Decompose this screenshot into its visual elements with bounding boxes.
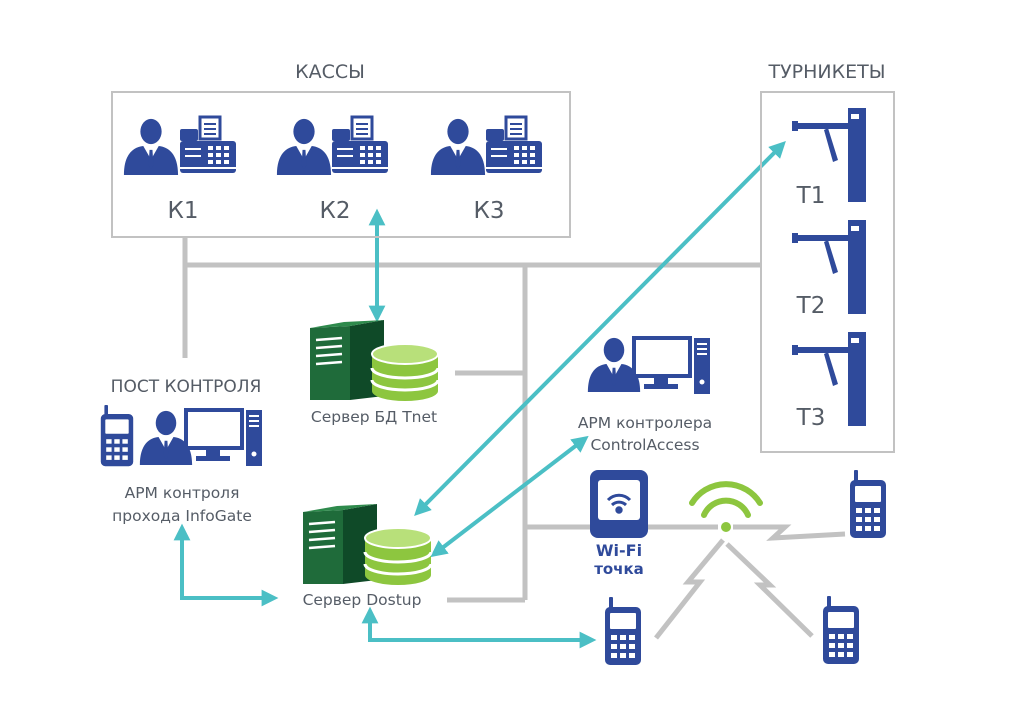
controller-label-line2: ControlAccess	[590, 436, 699, 454]
cashier-person-icon	[430, 118, 486, 175]
turnstile-label: Т1	[796, 183, 826, 209]
cashiers-box	[111, 91, 571, 238]
network-lines	[182, 237, 846, 640]
turnstiles-title: ТУРНИКЕТЫ	[767, 61, 885, 83]
wifi-antenna-icon	[689, 481, 763, 532]
cashier-k2: К2	[276, 115, 390, 224]
cashier-person-icon	[276, 118, 332, 175]
turnstile-t3: Т3	[792, 332, 866, 431]
cashiers-title: КАССЫ	[295, 61, 365, 83]
cash-register-icon	[484, 115, 544, 175]
turnstiles-box	[760, 91, 895, 453]
mobile-terminal-icon	[100, 405, 134, 467]
wifi-access-point: Wi-Fi точка	[590, 470, 648, 578]
arrow-infogate-dostup	[173, 523, 279, 607]
turnstile-t1: Т1	[792, 108, 866, 209]
wifi-label-line2: точка	[594, 560, 644, 578]
dostup-server-icon	[301, 502, 433, 587]
mobile-terminal-icon	[605, 597, 641, 665]
wifi-signal-icon	[606, 493, 632, 514]
wifi-label-line1: Wi-Fi	[596, 541, 642, 560]
cashier-person-icon	[123, 118, 179, 175]
mobile-terminal-icon	[850, 470, 886, 538]
mobile-terminal-icon	[823, 596, 859, 664]
turnstile-label: Т3	[796, 405, 826, 431]
turnstile-label: Т2	[796, 293, 826, 319]
cash-register-icon	[330, 115, 390, 175]
db-server: Сервер БД Tnet	[308, 318, 440, 426]
arrow-dostup-controller	[430, 435, 589, 558]
control-post-title: ПОСТ КОНТРОЛЯ	[111, 377, 262, 397]
arrow-dostup-mobile	[361, 606, 597, 649]
dostup-server-label: Сервер Dostup	[303, 591, 422, 609]
db-server-icon	[308, 318, 440, 403]
cashier-label: К2	[320, 198, 351, 224]
computer-icon	[184, 408, 264, 468]
computer-icon	[632, 336, 712, 396]
control-post: ПОСТ КОНТРОЛЯ АРМ контроля прохода InfoG…	[100, 377, 264, 525]
controller-workstation: АРМ контролера ControlAccess	[578, 336, 712, 454]
cashier-label: К3	[474, 198, 505, 224]
cashier-k3: К3	[430, 115, 544, 224]
dostup-server: Сервер Dostup	[301, 502, 433, 609]
infogate-label-line2: прохода InfoGate	[112, 507, 252, 525]
cashier-label: К1	[168, 198, 199, 224]
infogate-label-line1: АРМ контроля	[125, 484, 240, 502]
db-server-label: Сервер БД Tnet	[311, 408, 437, 426]
cash-register-icon	[178, 115, 238, 175]
data-flow-arrows	[173, 141, 786, 649]
cashier-k1: К1	[123, 115, 238, 224]
turnstile-t2: Т2	[792, 220, 866, 319]
controller-label-line1: АРМ контролера	[578, 414, 712, 432]
